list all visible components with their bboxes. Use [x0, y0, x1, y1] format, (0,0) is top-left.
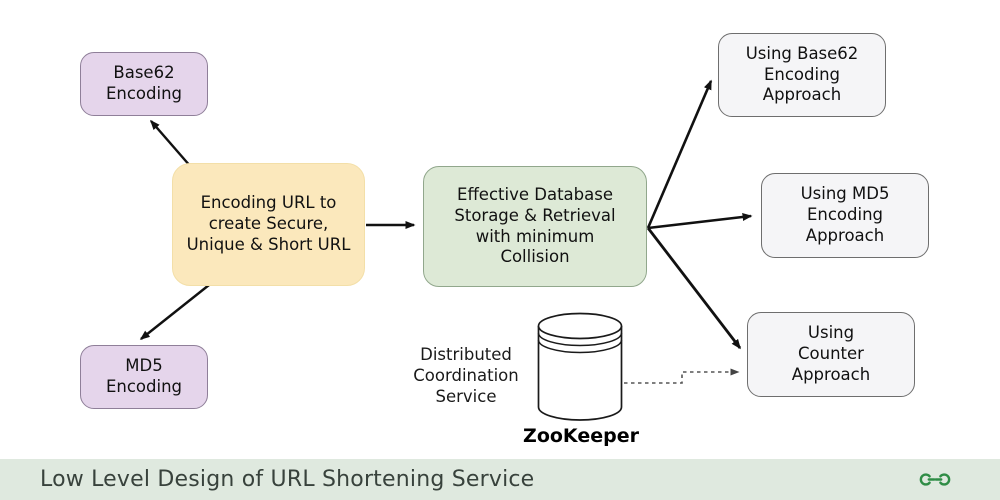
database-cylinder-icon [537, 312, 623, 421]
node-database-storage: Effective Database Storage & Retrieval w… [423, 166, 647, 287]
edge-database-to-approach-counter [646, 227, 742, 350]
edge-encode-to-base62 [150, 119, 192, 168]
edge-database-to-approach-md5 [647, 213, 753, 230]
footer-bar: Low Level Design of URL Shortening Servi… [0, 459, 1000, 500]
node-encoding-url: Encoding URL to create Secure, Unique & … [172, 163, 365, 286]
node-base62-encoding: Base62 Encoding [80, 52, 208, 116]
node-using-counter-approach: Using Counter Approach [747, 312, 915, 397]
edge-database-to-approach-base62 [646, 79, 713, 229]
zookeeper-label: ZooKeeper [523, 425, 639, 447]
edge-zookeeper-to-approach-counter [624, 368, 740, 384]
geeksforgeeks-logo-icon [919, 473, 951, 486]
node-using-md5-approach: Using MD5 Encoding Approach [761, 173, 929, 258]
node-md5-encoding: MD5 Encoding [80, 345, 208, 409]
diagram-title: Low Level Design of URL Shortening Servi… [40, 467, 535, 492]
zookeeper-caption: Distributed Coordination Service [413, 345, 519, 407]
node-using-base62-approach: Using Base62 Encoding Approach [718, 33, 886, 117]
edge-encode-to-md5 [139, 284, 210, 340]
